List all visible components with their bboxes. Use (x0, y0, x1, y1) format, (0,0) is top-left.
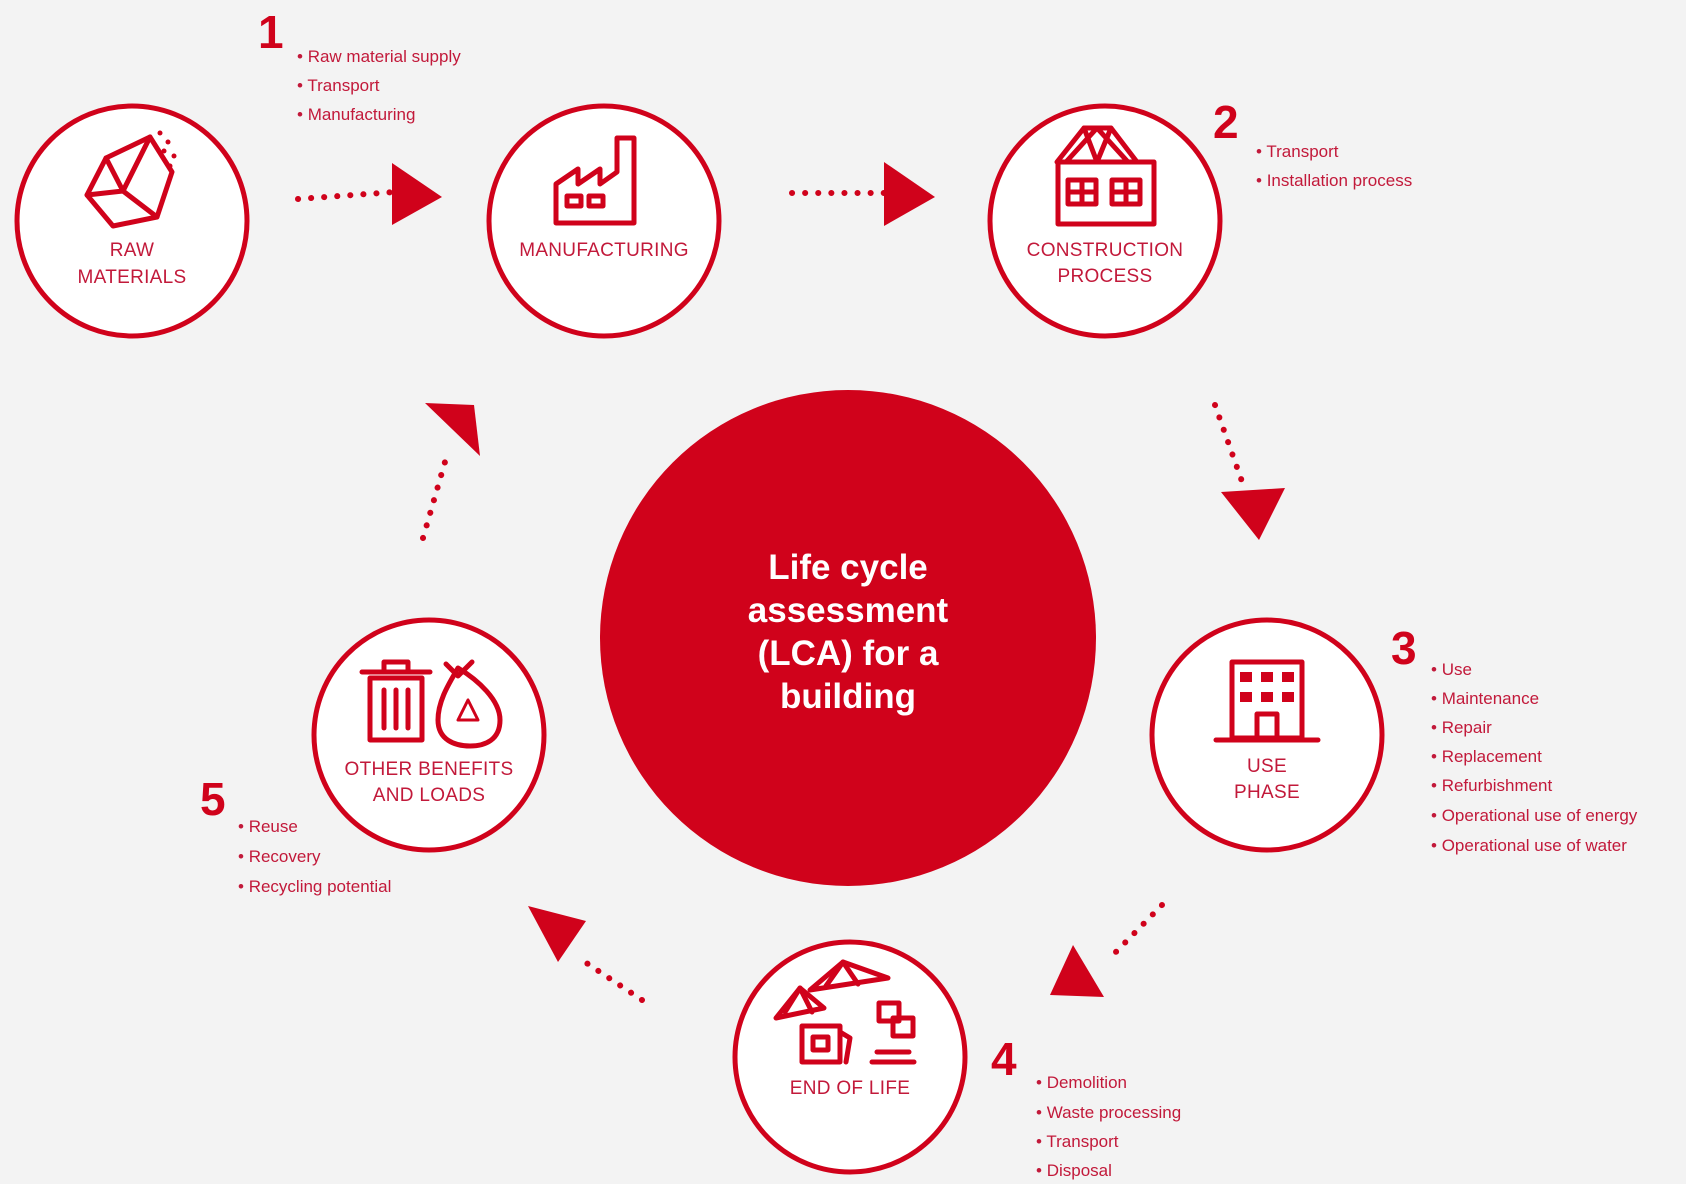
center-title-line-3: (LCA) for a (758, 634, 939, 673)
step-1-bullet-1: • Raw material supply (297, 47, 461, 66)
step-4-notes: 4 • Demolition • Waste processing • Tran… (991, 1033, 1181, 1180)
step-number-3: 3 (1391, 622, 1417, 674)
arrow-end-of-life-to-other-benefits (528, 906, 645, 1003)
step-2-bullet-1: • Transport (1256, 142, 1339, 161)
arrow-raw-to-manufacturing (295, 163, 442, 225)
step-3-bullet-4: • Replacement (1431, 747, 1542, 766)
manufacturing-label: MANUFACTURING (519, 240, 689, 261)
step-5-notes: 5 • Reuse • Recovery • Recycling potenti… (200, 773, 391, 896)
office-building-icon (1213, 659, 1321, 743)
stage-construction: CONSTRUCTION PROCESS (987, 103, 1223, 339)
center-title-line-4: building (780, 677, 916, 716)
step-3-bullet-1: • Use (1431, 660, 1472, 679)
step-4-bullet-2: • Waste processing (1036, 1103, 1181, 1122)
arrow-manufacturing-to-construction (789, 162, 935, 226)
center-title-line-2: assessment (748, 591, 949, 630)
step-4-bullet-1: • Demolition (1036, 1073, 1127, 1092)
recycling-bin-icon (359, 659, 503, 749)
step-5-bullet-1: • Reuse (238, 817, 298, 836)
stage-manufacturing: MANUFACTURING (486, 103, 722, 339)
step-1-bullet-2: • Transport (297, 76, 380, 95)
center-title-line-1: Life cycle (768, 548, 928, 587)
use-phase-label-1: USE (1247, 756, 1287, 777)
other-benefits-label-2: AND LOADS (373, 785, 486, 806)
arrow-construction-to-use (1212, 402, 1285, 540)
step-3-bullet-2: • Maintenance (1431, 689, 1539, 708)
step-number-4: 4 (991, 1033, 1017, 1085)
raw-materials-label-1: RAW (110, 240, 155, 261)
house-construction-icon (1054, 125, 1157, 227)
step-3-notes: 3 • Use • Maintenance • Repair • Replace… (1391, 622, 1638, 855)
raw-materials-label-2: MATERIALS (78, 267, 187, 288)
arrow-use-to-end-of-life (1050, 902, 1165, 997)
step-2-notes: 2 • Transport • Installation process (1213, 96, 1412, 190)
step-3-bullet-7: • Operational use of water (1431, 836, 1627, 855)
other-benefits-label-1: OTHER BENEFITS (345, 759, 514, 780)
step-5-bullet-2: • Recovery (238, 847, 321, 866)
factory-icon (553, 135, 637, 226)
center-circle (600, 390, 1096, 886)
stage-use-phase: USE PHASE (1149, 617, 1385, 853)
construction-label-2: PROCESS (1057, 266, 1152, 287)
step-3-bullet-6: • Operational use of energy (1431, 806, 1638, 825)
construction-label-1: CONSTRUCTION (1027, 240, 1184, 261)
demolition-icon (773, 959, 917, 1065)
step-4-bullet-4: • Disposal (1036, 1161, 1112, 1180)
step-1-notes: 1 • Raw material supply • Transport • Ma… (258, 6, 461, 124)
step-3-bullet-3: • Repair (1431, 718, 1492, 737)
arrow-other-benefits-to-manufacturing (420, 403, 480, 541)
step-2-bullet-2: • Installation process (1256, 171, 1412, 190)
step-1-bullet-3: • Manufacturing (297, 105, 415, 124)
use-phase-label-2: PHASE (1234, 782, 1300, 803)
end-of-life-label: END OF LIFE (790, 1078, 910, 1099)
step-5-bullet-3: • Recycling potential (238, 877, 391, 896)
step-3-bullet-5: • Refurbishment (1431, 776, 1553, 795)
step-number-1: 1 (258, 6, 284, 58)
stage-end-of-life: END OF LIFE (732, 939, 968, 1175)
rock-icon (84, 130, 177, 229)
step-number-5: 5 (200, 773, 226, 825)
step-4-bullet-3: • Transport (1036, 1132, 1119, 1151)
stage-raw-materials: RAW MATERIALS (14, 103, 250, 339)
stage-other-benefits: OTHER BENEFITS AND LOADS (311, 617, 547, 853)
step-number-2: 2 (1213, 96, 1239, 148)
